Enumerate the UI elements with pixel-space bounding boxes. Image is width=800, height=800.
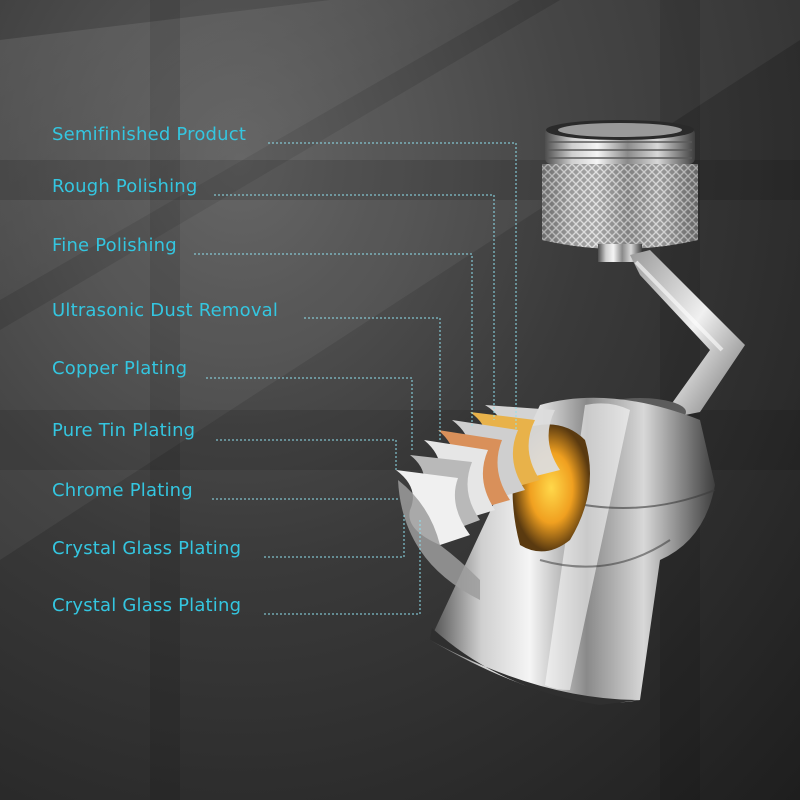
leader-line-3 — [304, 317, 441, 440]
layer-label-semifinished-product: Semifinished Product — [52, 124, 247, 145]
leader-line-7 — [264, 515, 405, 558]
layer-label-crystal-glass-plating-2: Crystal Glass Plating — [52, 595, 242, 616]
leader-line-1 — [214, 194, 495, 420]
layer-label-copper-plating: Copper Plating — [52, 358, 188, 379]
leader-line-5 — [216, 439, 397, 470]
layer-label-rough-polishing: Rough Polishing — [52, 176, 198, 197]
layer-label-crystal-glass-plating-1: Crystal Glass Plating — [52, 538, 242, 559]
layer-label-chrome-plating: Chrome Plating — [52, 480, 193, 501]
layer-label-ultrasonic-dust-removal: Ultrasonic Dust Removal — [52, 300, 279, 321]
layer-label-fine-polishing: Fine Polishing — [52, 235, 177, 256]
leader-line-8 — [264, 520, 421, 615]
leader-line-2 — [194, 253, 473, 428]
layer-label-pure-tin-plating: Pure Tin Plating — [52, 420, 196, 441]
leader-line-0 — [268, 142, 517, 430]
leader-line-4 — [206, 377, 413, 450]
